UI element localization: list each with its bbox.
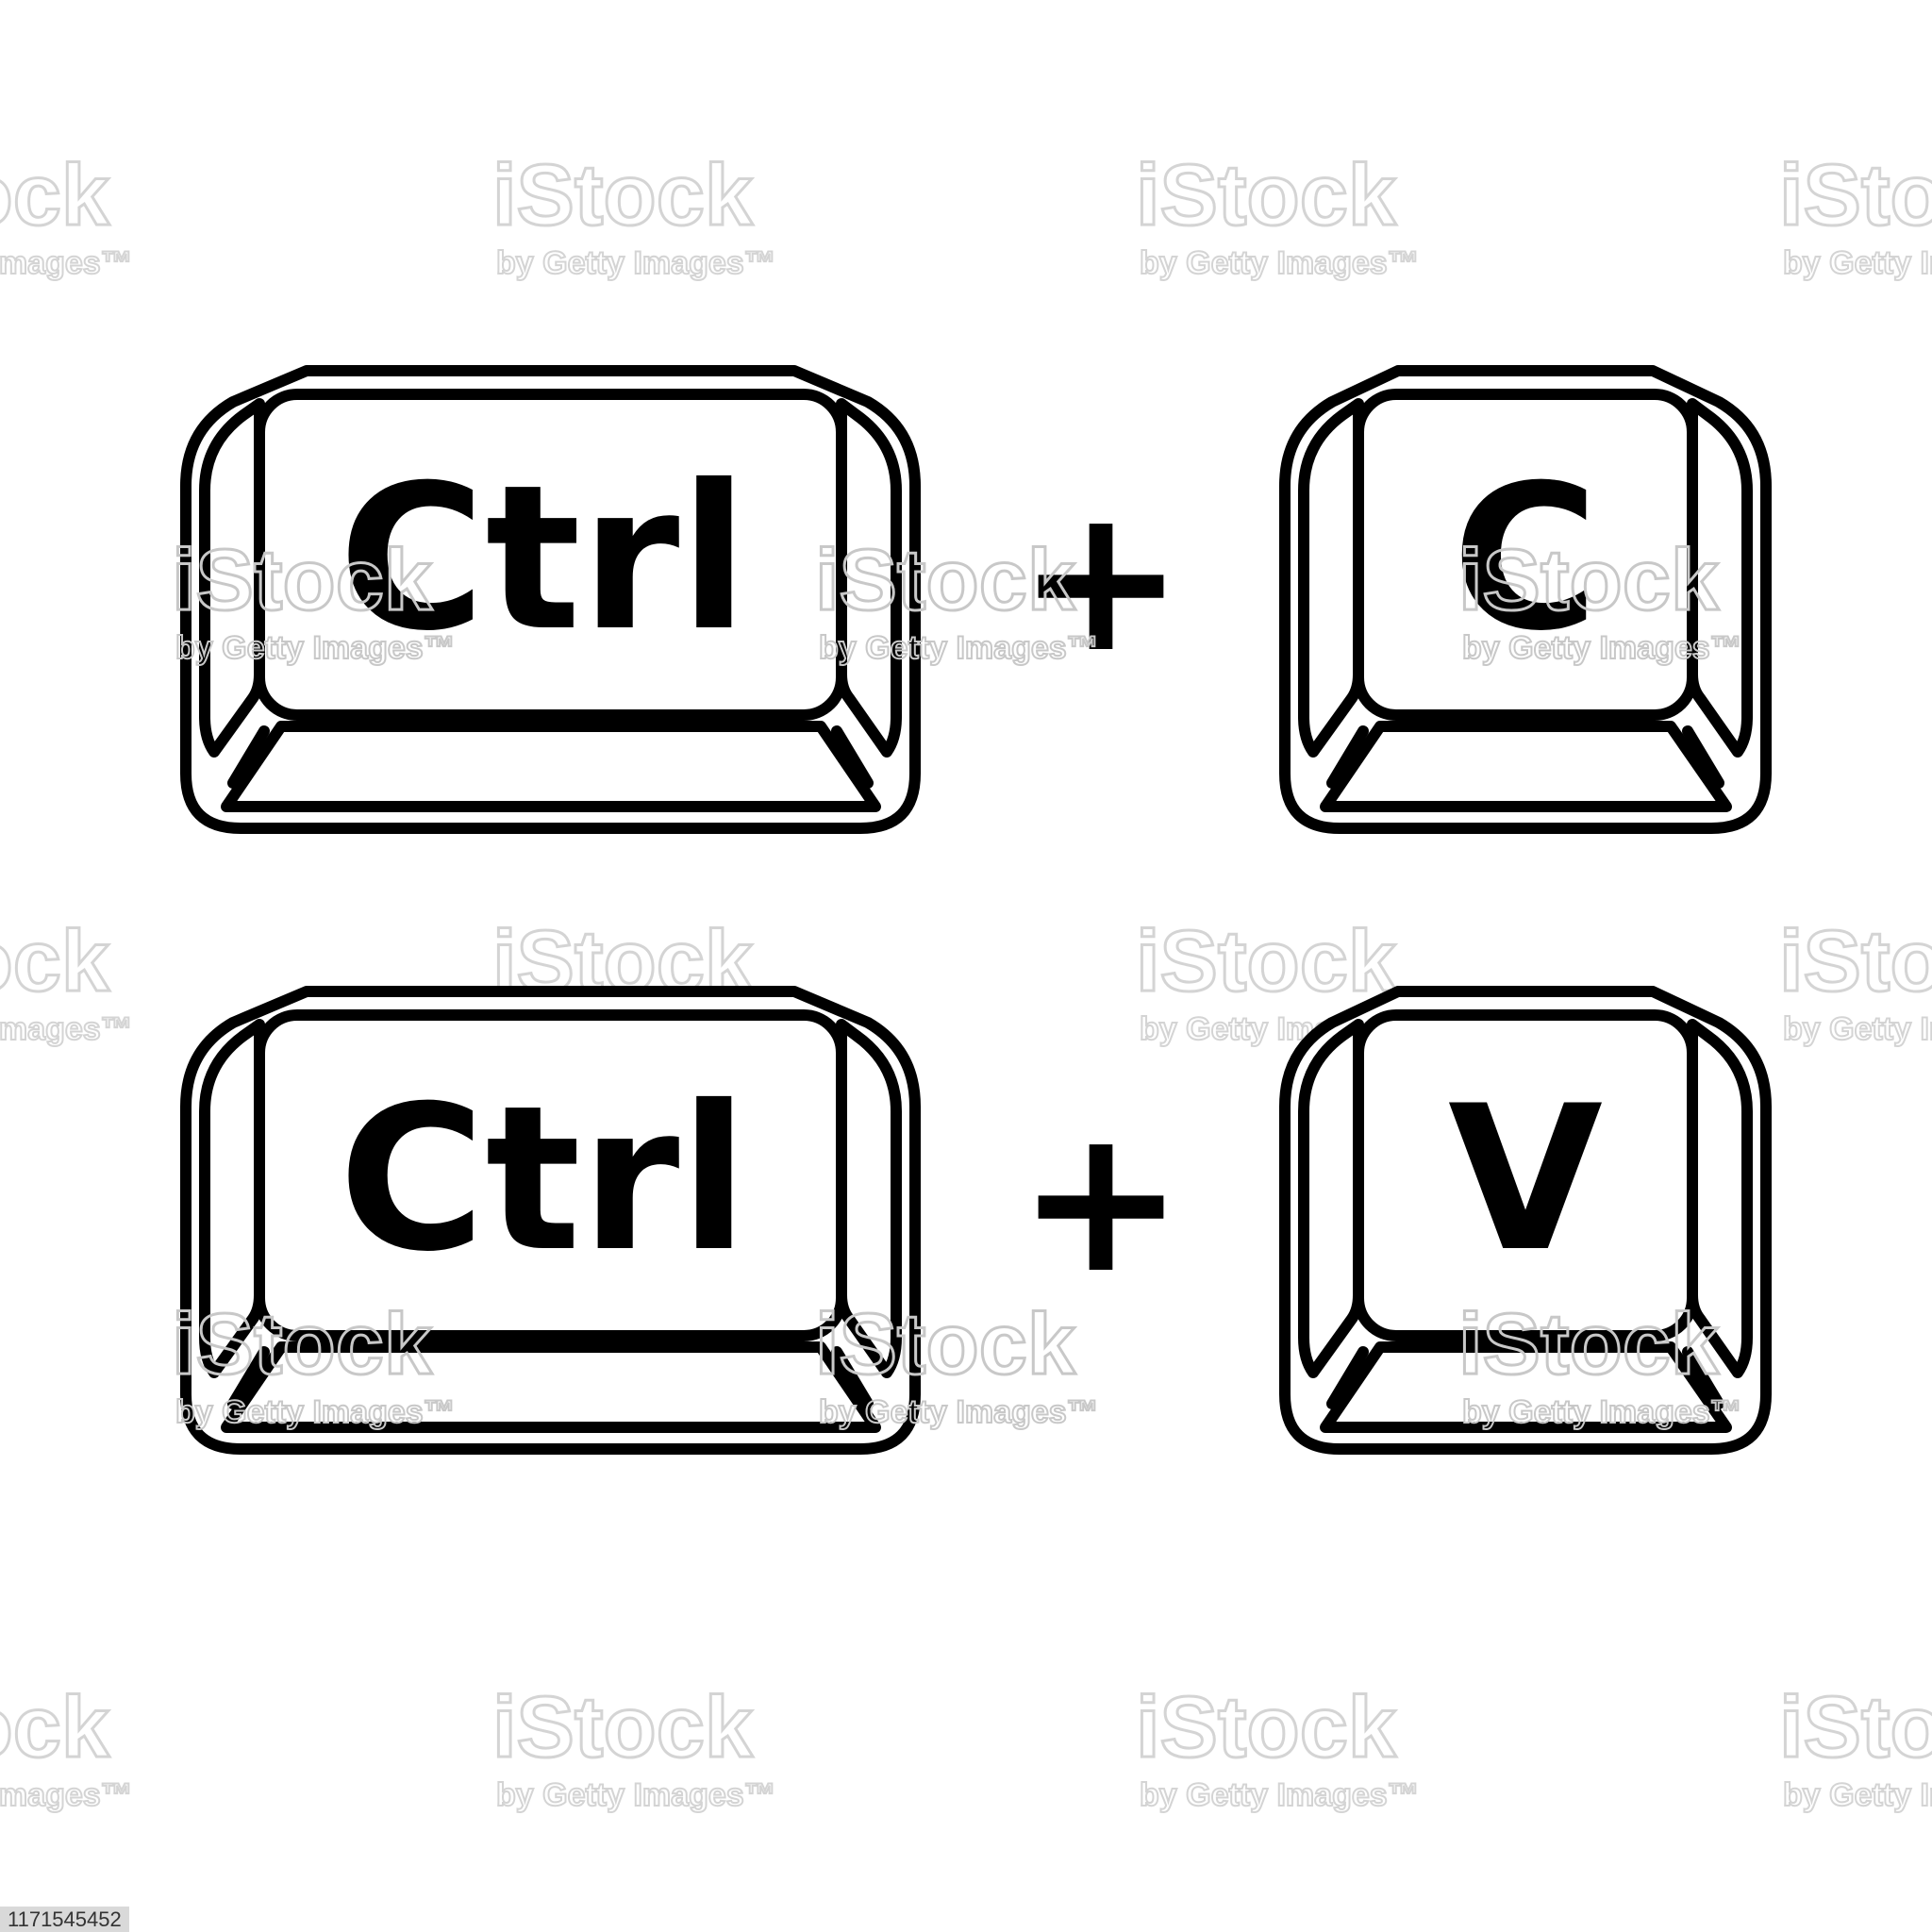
watermark-brand: iStock bbox=[0, 913, 110, 1009]
ctrl-key-copy: Ctrl bbox=[180, 365, 921, 834]
watermark-brand: iStock bbox=[815, 1296, 1076, 1392]
watermark-byline: by Getty Images™ bbox=[1462, 630, 1742, 666]
watermark-brand: iStock bbox=[1136, 1679, 1397, 1775]
ctrl-key-label: Ctrl bbox=[339, 1062, 748, 1295]
ctrl-key-paste: Ctrl bbox=[180, 986, 921, 1455]
watermark-byline: by Getty Images™ bbox=[1462, 1394, 1742, 1430]
key-top bbox=[1353, 1009, 1698, 1341]
key-highlight-left bbox=[227, 1346, 270, 1409]
key-highlight-right bbox=[831, 1346, 874, 1409]
key-highlight-right bbox=[1682, 725, 1724, 789]
watermark-byline: by Getty Images™ bbox=[1783, 245, 1932, 281]
v-key-label: V bbox=[1448, 1062, 1603, 1295]
image-id-label: 1171545452 bbox=[0, 1907, 129, 1932]
watermark-byline: by Getty Images™ bbox=[0, 1777, 133, 1813]
watermark-brand: iStock bbox=[1779, 1679, 1932, 1775]
watermark-byline: by Getty Images™ bbox=[1140, 1777, 1420, 1813]
watermark-brand: iStock bbox=[492, 1679, 754, 1775]
watermark-byline: by Getty Images™ bbox=[1783, 1777, 1932, 1813]
watermark-byline: by Getty Images™ bbox=[496, 245, 776, 281]
plus-sign: + bbox=[1017, 1084, 1185, 1317]
key-highlight-right bbox=[831, 725, 874, 789]
watermark-brand: iStock bbox=[172, 1296, 433, 1392]
key-highlight-left bbox=[227, 725, 270, 789]
key-front bbox=[1320, 721, 1732, 812]
key-front bbox=[1320, 1341, 1732, 1433]
key-top bbox=[1353, 389, 1698, 721]
key-front bbox=[221, 1341, 881, 1433]
watermark-byline: by Getty Images™ bbox=[819, 630, 1099, 666]
key-highlight-left bbox=[1326, 1346, 1369, 1409]
c-key-label: C bbox=[1452, 441, 1599, 675]
shortcut-row-copy: Ctrl + C bbox=[180, 365, 1772, 834]
watermark-byline: by Getty Images™ bbox=[1140, 245, 1420, 281]
watermark-brand: iStock bbox=[1458, 532, 1720, 628]
v-key: V bbox=[1279, 986, 1772, 1455]
ctrl-key-label: Ctrl bbox=[339, 441, 748, 675]
watermark-brand: iStock bbox=[492, 147, 754, 243]
shortcut-row-paste: Ctrl + V bbox=[180, 986, 1772, 1455]
watermark-byline: by Getty Images™ bbox=[1783, 1011, 1932, 1047]
watermark-brand: iStock bbox=[1136, 147, 1397, 243]
watermark-brand: iStock bbox=[1136, 913, 1397, 1009]
watermark-byline: by Getty Images™ bbox=[0, 245, 133, 281]
watermark-brand: iStock bbox=[0, 147, 110, 243]
watermark-byline: by Getty Images™ bbox=[175, 1394, 456, 1430]
watermark-byline: by Getty Images™ bbox=[496, 1777, 776, 1813]
watermark-byline: by Getty Images™ bbox=[819, 1394, 1099, 1430]
watermark-brand: iStock bbox=[172, 532, 433, 628]
key-top bbox=[254, 389, 847, 721]
watermark-brand: iStock bbox=[1458, 1296, 1720, 1392]
key-highlight-left bbox=[1326, 725, 1369, 789]
watermark-brand: iStock bbox=[1779, 147, 1932, 243]
key-top bbox=[254, 1009, 847, 1341]
watermark-brand: iStock bbox=[1779, 913, 1932, 1009]
key-front bbox=[221, 721, 881, 812]
watermark-brand: iStock bbox=[0, 1679, 110, 1775]
plus-sign: + bbox=[1017, 463, 1185, 696]
key-highlight-right bbox=[1682, 1346, 1724, 1409]
watermark-byline: by Getty Images™ bbox=[175, 630, 456, 666]
c-key: C bbox=[1279, 365, 1772, 834]
watermark-brand: iStock bbox=[815, 532, 1076, 628]
watermark-byline: by Getty Images™ bbox=[0, 1011, 133, 1047]
